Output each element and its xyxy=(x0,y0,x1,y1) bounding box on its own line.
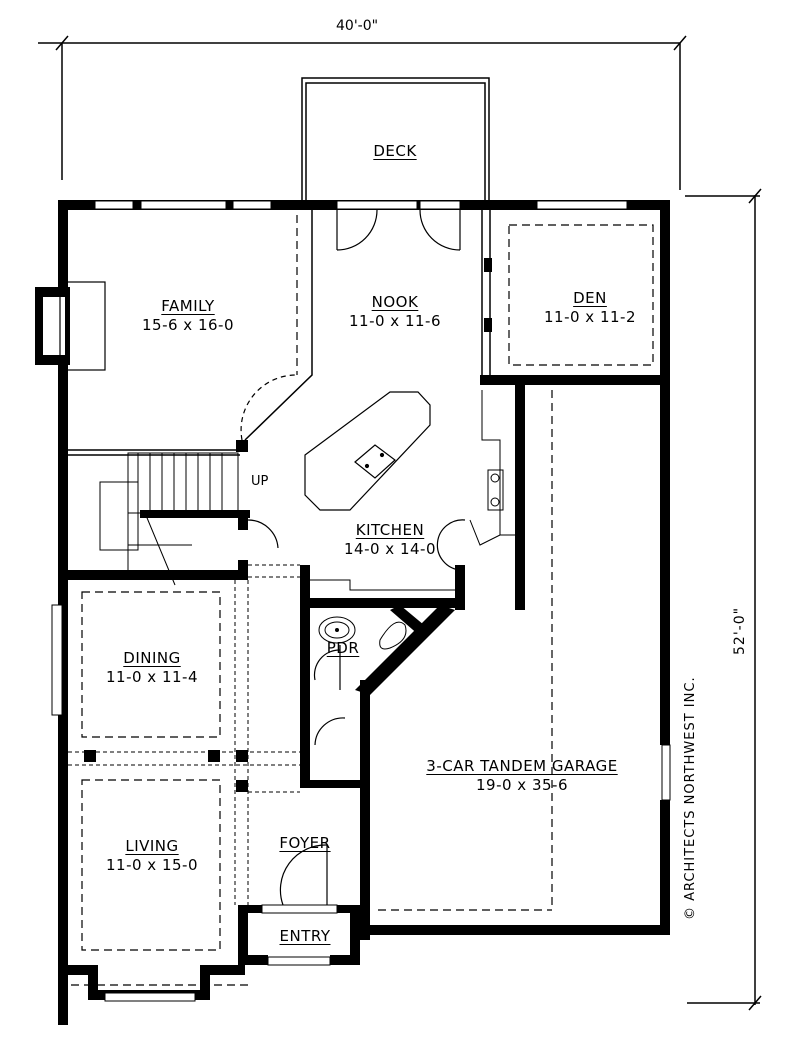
interior-walls-thick xyxy=(58,258,492,792)
room-nook: NOOK 11-0 x 11-6 xyxy=(349,294,441,329)
room-garage: 3-CAR TANDEM GARAGE 19-0 x 35-6 xyxy=(426,758,617,793)
door-swings xyxy=(247,209,466,906)
depth-dimension-label: 52'-0" xyxy=(732,606,748,655)
room-name: FOYER xyxy=(279,834,331,852)
room-entry: ENTRY xyxy=(280,928,331,945)
room-size: 15-6 x 16-0 xyxy=(142,315,234,334)
room-name: DEN xyxy=(573,289,607,307)
room-name: 3-CAR TANDEM GARAGE xyxy=(426,757,618,775)
room-size: 11-0 x 11-4 xyxy=(106,667,198,686)
dashed-outlines xyxy=(58,215,654,986)
deck-outline xyxy=(301,77,490,204)
kitchen-island xyxy=(304,391,431,511)
room-name: KITCHEN xyxy=(355,521,425,539)
pdr-diagonal-wall xyxy=(355,605,455,695)
room-name: DECK xyxy=(373,142,417,160)
width-dimension-line xyxy=(38,35,687,190)
pdr-diagonal-wall-2 xyxy=(390,605,430,636)
room-size: 11-0 x 15-0 xyxy=(106,855,198,874)
room-size: 19-0 x 35-6 xyxy=(476,775,568,794)
room-name: DINING xyxy=(123,649,181,667)
powder-fixtures xyxy=(318,616,407,650)
family-archway xyxy=(240,374,298,441)
room-living: LIVING 11-0 x 15-0 xyxy=(106,838,198,873)
room-name: FAMILY xyxy=(161,297,215,315)
room-pdr: PDR xyxy=(327,640,360,657)
windows xyxy=(51,200,671,1002)
kitchen-counters xyxy=(310,390,515,591)
room-size: 11-0 x 11-2 xyxy=(544,307,636,326)
room-kitchen: KITCHEN 14-0 x 14-0 xyxy=(344,522,436,557)
staircase xyxy=(99,452,239,586)
room-deck: DECK xyxy=(373,143,416,160)
dotted-openings xyxy=(68,335,491,905)
stair-up-label: UP xyxy=(251,474,269,489)
fireplace xyxy=(35,281,106,371)
room-size: 14-0 x 14-0 xyxy=(344,539,436,558)
room-name: NOOK xyxy=(371,293,419,311)
width-dimension-label: 40'-0" xyxy=(336,18,379,34)
room-size: 11-0 x 11-6 xyxy=(349,311,441,330)
room-den: DEN 11-0 x 11-2 xyxy=(544,290,636,325)
room-family: FAMILY 15-6 x 16-0 xyxy=(142,298,234,333)
interior-walls xyxy=(68,210,491,456)
room-name: PDR xyxy=(326,639,360,657)
depth-dimension-line xyxy=(685,188,762,1011)
room-dining: DINING 11-0 x 11-4 xyxy=(106,650,198,685)
room-foyer: FOYER xyxy=(279,835,330,852)
copyright-label: © ARCHITECTS NORTHWEST INC. xyxy=(683,676,698,920)
room-name: ENTRY xyxy=(279,927,331,945)
room-name: LIVING xyxy=(125,837,179,855)
